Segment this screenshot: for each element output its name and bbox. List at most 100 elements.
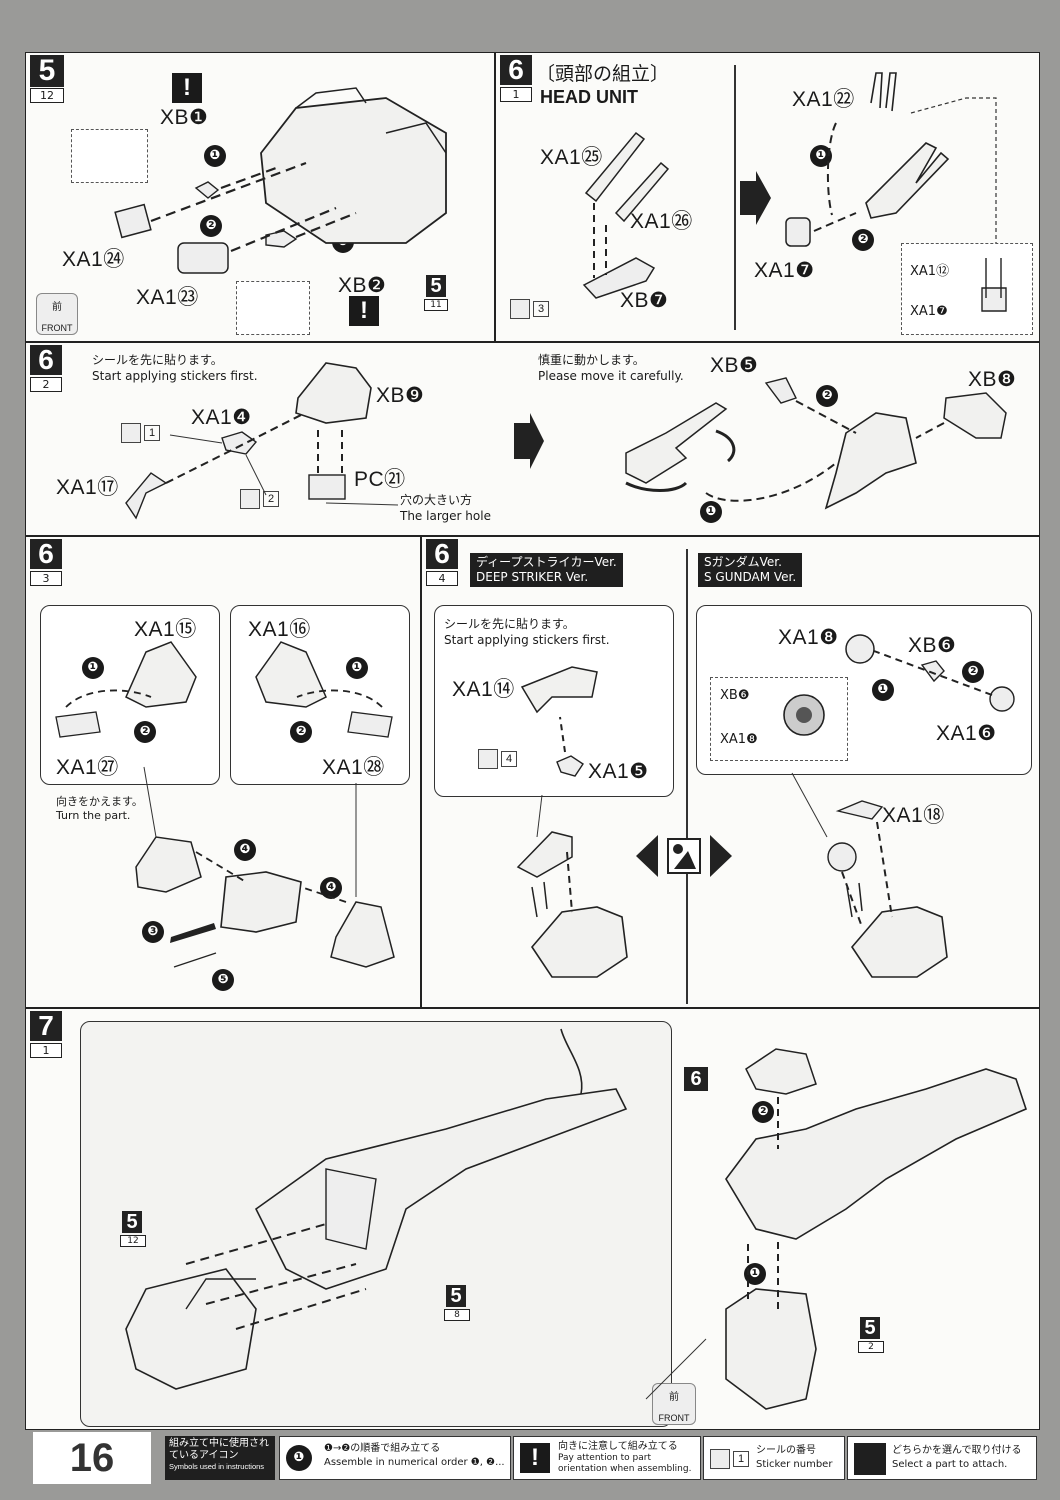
legend-title: 組み立て中に使用されているアイコン Symbols used in instru… bbox=[165, 1436, 275, 1480]
sticker-icon bbox=[710, 1449, 730, 1469]
part-label: XB❺ bbox=[710, 354, 759, 377]
step5-illustration bbox=[114, 87, 447, 274]
part-label: XB❽ bbox=[968, 368, 1017, 391]
part-label: XA1❽ bbox=[778, 626, 839, 649]
step-sub: 12 bbox=[30, 88, 64, 103]
ref-sub: 12 bbox=[120, 1235, 146, 1247]
ref-sub: 2 bbox=[858, 1341, 884, 1353]
sticker-number: 4 bbox=[478, 749, 517, 769]
part-label: XB❻ bbox=[908, 634, 957, 657]
order-badge: ❷ bbox=[852, 229, 874, 251]
front-indicator: 前 FRONT bbox=[652, 1383, 696, 1425]
order-badge: ❷ bbox=[134, 721, 156, 743]
legend-item-order: ❶ ❶→❷の順番で組み立てる Assemble in numerical ord… bbox=[279, 1436, 511, 1480]
step6-3-panel: 6 3 XA1⑮ XA1⑯ XA1㉗ XA1㉘ ❶ ❷ ❶ ❷ 向きをかえます。… bbox=[25, 536, 421, 1008]
section-title-en: HEAD UNIT bbox=[540, 87, 638, 107]
step-number: 6 bbox=[426, 539, 458, 569]
legend-title-jp: 組み立て中に使用されているアイコン bbox=[169, 1438, 269, 1461]
caution-icon: ! bbox=[349, 296, 379, 326]
step-sub: 1 bbox=[30, 1043, 62, 1058]
divider-line bbox=[686, 549, 688, 1004]
order-badge: ❺ bbox=[212, 969, 234, 991]
order-badge: ❹ bbox=[234, 839, 256, 861]
front-jp: 前 bbox=[669, 1392, 679, 1403]
part-label: XA1㉒ bbox=[792, 88, 855, 111]
hole-jp: 穴の大きい方 bbox=[400, 493, 473, 507]
order-badge: ❸ bbox=[142, 921, 164, 943]
ref-step: 5 bbox=[426, 275, 446, 297]
caution-icon: ! bbox=[172, 73, 202, 103]
step-sub: 1 bbox=[500, 87, 532, 102]
detail-inset bbox=[901, 243, 1033, 335]
order-badge: ❶ bbox=[82, 657, 104, 679]
step-sub: 3 bbox=[30, 571, 62, 586]
note-en: Start applying stickers first. bbox=[444, 633, 610, 647]
order-badge: ❶ bbox=[810, 145, 832, 167]
hole-en: The larger hole bbox=[400, 509, 491, 523]
front-en: FRONT bbox=[658, 1413, 690, 1423]
part-label: XA1⑮ bbox=[134, 618, 197, 641]
note-jp: シールを先に貼ります。 bbox=[444, 617, 575, 631]
step-number: 7 bbox=[30, 1011, 62, 1041]
select-one-icon bbox=[854, 1443, 886, 1475]
version-jp: ディープストライカーVer. bbox=[476, 555, 617, 569]
sticker-number: 3 bbox=[510, 299, 549, 319]
legend-title-en: Symbols used in instructions bbox=[169, 1462, 265, 1471]
detail-inset bbox=[710, 677, 848, 761]
legend-jp: どちらかを選んで取り付ける bbox=[892, 1445, 1022, 1456]
turn-jp: 向きをかえます。 bbox=[56, 795, 143, 808]
step-number: 6 bbox=[30, 345, 62, 375]
legend-en: Select a part to attach. bbox=[892, 1459, 1008, 1470]
legend-item-caution: ! 向きに注意して組み立てる Pay attention to part ori… bbox=[513, 1436, 701, 1480]
front-jp: 前 bbox=[52, 302, 62, 313]
sticker-icon bbox=[478, 749, 498, 769]
part-label: XB❷ bbox=[338, 274, 387, 297]
turn-en: Turn the part. bbox=[56, 809, 131, 822]
order-badge: ❷ bbox=[290, 721, 312, 743]
page-number: 16 bbox=[33, 1432, 151, 1484]
step-number: 5 bbox=[30, 55, 64, 87]
order-badge: ❶ bbox=[700, 501, 722, 523]
order-badge: ❷ bbox=[200, 215, 222, 237]
caution-icon: ! bbox=[520, 1443, 550, 1473]
footer-bar: 16 組み立て中に使用されているアイコン Symbols used in ins… bbox=[25, 1432, 1040, 1484]
version-en: DEEP STRIKER Ver. bbox=[476, 570, 589, 584]
sticker-number: 1 bbox=[121, 423, 160, 443]
detail-inset bbox=[71, 129, 148, 183]
step6-2-illustration bbox=[125, 362, 1007, 520]
part-label: XB❶ bbox=[160, 106, 209, 129]
version-en: S GUNDAM Ver. bbox=[704, 570, 797, 584]
part-label: XA1㉓ bbox=[136, 286, 199, 309]
legend-jp: ❶→❷の順番で組み立てる bbox=[324, 1443, 441, 1454]
ref-step: 6 bbox=[684, 1067, 708, 1091]
sticker-number: 1 bbox=[710, 1449, 749, 1469]
note-jp: シールを先に貼ります。 bbox=[92, 353, 223, 367]
sticker-icon bbox=[121, 423, 141, 443]
order-badge: ❹ bbox=[320, 877, 342, 899]
part-label: XA1㉕ bbox=[540, 146, 603, 169]
part-label: XA1⑭ bbox=[452, 678, 515, 701]
step-sub: 4 bbox=[426, 571, 458, 586]
step7-panel: 7 1 5 12 5 8 6 5 2 ❷ ❶ 前 FRONT bbox=[25, 1008, 1040, 1430]
step6-3-illustration bbox=[55, 641, 395, 968]
part-label: XB❼ bbox=[620, 289, 669, 312]
part-label: XA1㉗ bbox=[56, 756, 119, 779]
step-number: 6 bbox=[30, 539, 62, 569]
part-label: XA1㉔ bbox=[62, 248, 125, 271]
step7-illustration bbox=[125, 1028, 1027, 1410]
ref-step: 5 bbox=[122, 1211, 142, 1233]
sticker-number: 2 bbox=[240, 489, 279, 509]
part-label: XA1❻ bbox=[936, 722, 997, 745]
legend-en: Sticker number bbox=[756, 1459, 833, 1470]
part-label: XB❾ bbox=[376, 384, 425, 407]
divider-line bbox=[734, 65, 736, 330]
inset-label: XB❻ bbox=[720, 688, 750, 703]
order-badge: ❷ bbox=[962, 661, 984, 683]
order-badge: ❶ bbox=[744, 1263, 766, 1285]
sticker-icon bbox=[240, 489, 260, 509]
part-label: XA1❼ bbox=[754, 259, 815, 282]
inset-label: XA1⑫ bbox=[910, 264, 950, 279]
front-indicator: 前 FRONT bbox=[36, 293, 78, 335]
inset-label: XA1❽ bbox=[720, 732, 758, 747]
part-label: XA1⑯ bbox=[248, 618, 311, 641]
